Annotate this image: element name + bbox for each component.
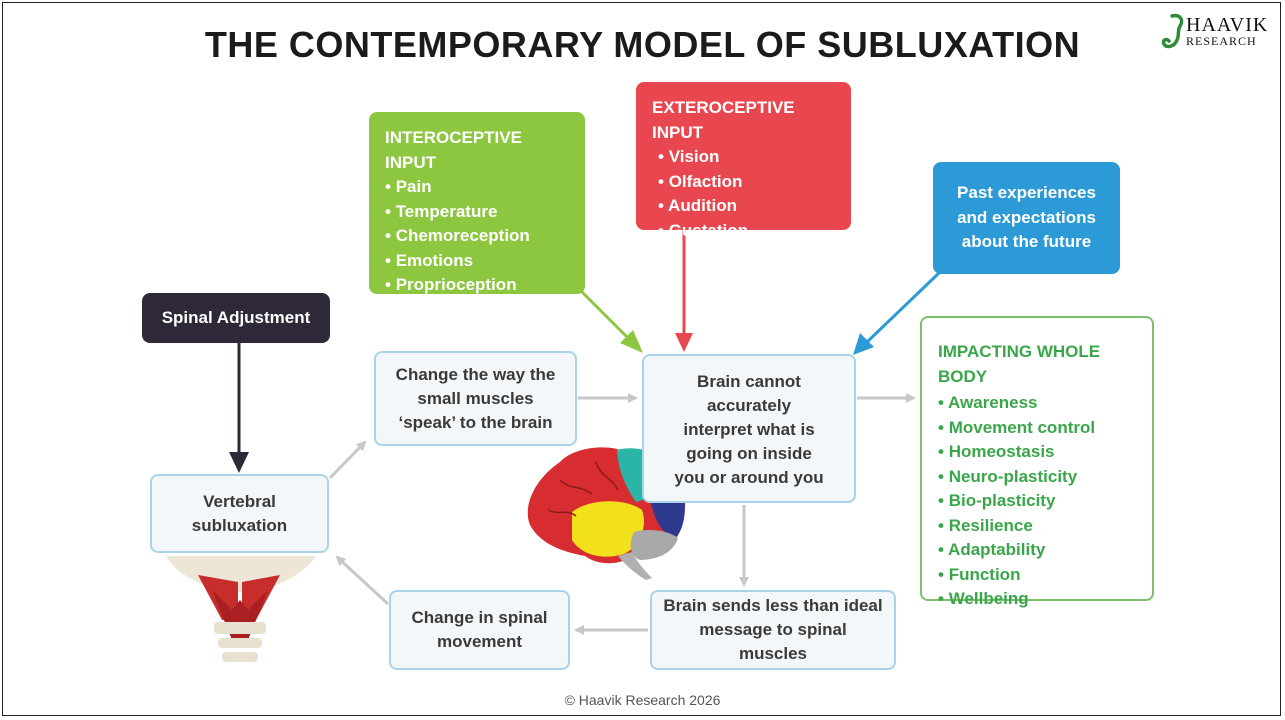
seahorse-logo-icon (1161, 13, 1184, 49)
impact-item: Homeostasis (938, 440, 1136, 465)
past-experiences-text: Past experiences and expectations about … (957, 183, 1096, 252)
interoceptive-heading: INTEROCEPTIVE INPUT (385, 128, 522, 172)
change-spinal-movement-text: Change in spinal movement (411, 608, 548, 651)
change-spinal-movement-box: Change in spinal movement (389, 590, 570, 670)
interoceptive-item: Proprioception (385, 273, 569, 298)
exteroceptive-input-box: EXTEROCEPTIVE INPUT Vision Olfaction Aud… (636, 82, 851, 240)
past-experiences-box: Past experiences and expectations about … (933, 162, 1120, 274)
change-muscle-signal-text: Change the way the small muscles ‘speak’… (395, 364, 556, 432)
impact-item: Wellbeing (938, 587, 1136, 612)
spinal-adjustment-box: Spinal Adjustment (142, 293, 330, 343)
impact-item: Resilience (938, 514, 1136, 539)
brain-sends-message-text: Brain sends less than ideal message to s… (663, 596, 883, 663)
logo-name: HAAVIK (1186, 14, 1269, 36)
interoceptive-item: Chemoreception (385, 224, 569, 249)
exteroceptive-arrow (675, 230, 693, 352)
exteroceptive-item: Audition (658, 194, 835, 219)
change-muscle-signal-box: Change the way the small muscles ‘speak’… (374, 351, 577, 446)
impacting-whole-body-box: IMPACTING WHOLE BODY Awareness Movement … (920, 316, 1154, 608)
interoceptive-input-box: INTEROCEPTIVE INPUT Pain Temperature Che… (369, 112, 585, 294)
impact-item: Awareness (938, 391, 1136, 416)
logo-subtitle: RESEARCH (1186, 34, 1257, 48)
neck-vertebrae-illustration (166, 556, 316, 662)
spinal-adjustment-text: Spinal Adjustment (161, 307, 311, 327)
past-experience-arrow (853, 270, 942, 355)
copyright-notice: © Haavik Research 2026 (564, 692, 721, 708)
exteroceptive-item: Olfaction (658, 170, 835, 195)
vertebral-subluxation-text: Vertebral subluxation (191, 491, 288, 535)
impact-item: Neuro-plasticity (938, 465, 1136, 490)
interoceptive-item: Temperature (385, 200, 569, 225)
impact-item: Bio-plasticity (938, 489, 1136, 514)
impact-item: Movement control (938, 416, 1136, 441)
impact-heading: IMPACTING WHOLE BODY (938, 342, 1101, 386)
brain-interpretation-box: Brain cannot accurately interpret what i… (642, 354, 856, 503)
exteroceptive-item: Gustation (658, 219, 835, 244)
exteroceptive-heading: EXTEROCEPTIVE INPUT (652, 98, 795, 142)
impact-item: Function (938, 563, 1136, 588)
brain-sends-message-box: Brain sends less than ideal message to s… (650, 590, 896, 670)
flow-arrows (328, 393, 916, 635)
impact-item: Adaptability (938, 538, 1136, 563)
vertebral-subluxation-box: Vertebral subluxation (150, 474, 329, 553)
interoceptive-arrow (578, 288, 643, 353)
interoceptive-item: Pain (385, 175, 569, 200)
brain-interpretation-text: Brain cannot accurately interpret what i… (674, 372, 824, 487)
interoceptive-item: Emotions (385, 249, 569, 274)
page-title: THE CONTEMPORARY MODEL OF SUBLUXATION (204, 24, 1081, 65)
spinal-adjustment-arrow (229, 343, 249, 473)
exteroceptive-item: Vision (658, 145, 835, 170)
